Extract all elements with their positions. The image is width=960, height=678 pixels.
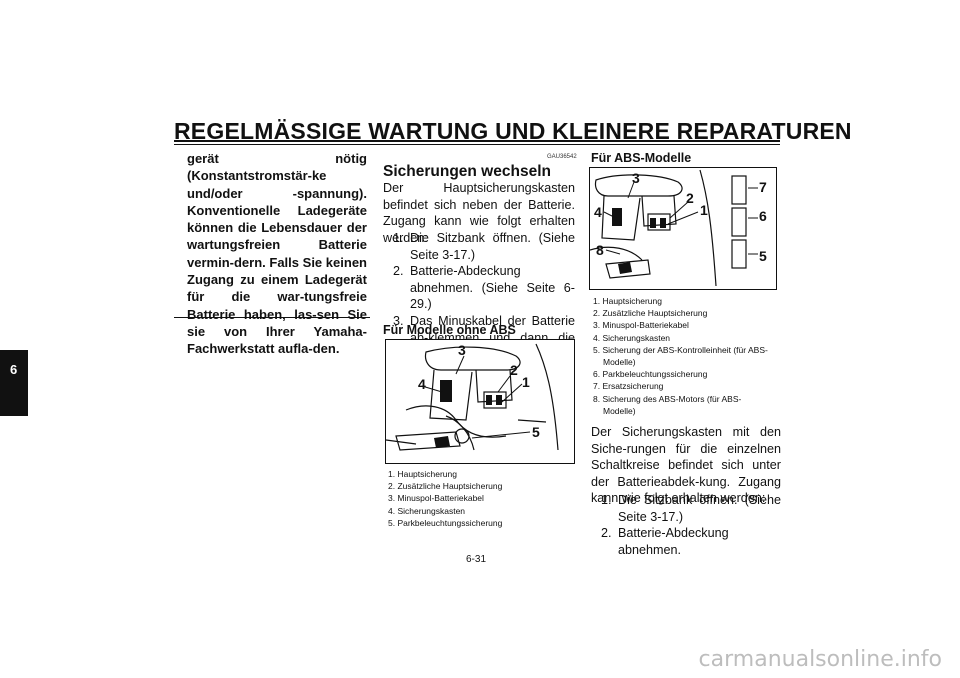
figure-no-abs: 3 2 4 1 5	[385, 339, 575, 464]
warning-continuation-text: gerät nötig (Konstantstromstär-ke und/od…	[187, 151, 367, 357]
callout-7: 7	[759, 179, 767, 195]
caption-item: 5. Sicherung der ABS-Kontrolleinheit (fü…	[593, 344, 768, 368]
figure-captions-no-abs: 1. Hauptsicherung 2. Zusätzliche Hauptsi…	[388, 468, 578, 529]
callout-1: 1	[700, 202, 708, 218]
list-item: 1.Die Sitzbank öffnen. (Siehe Seite 3-17…	[393, 231, 575, 262]
list-item: 2.Batterie-Abdeckung abnehmen. (Siehe Se…	[393, 264, 575, 312]
callout-5: 5	[759, 248, 767, 264]
list-item: 1.Die Sitzbank öffnen. (Siehe Seite 3-17…	[601, 493, 781, 524]
caption-item: 6. Parkbeleuchtungssicherung	[593, 369, 708, 380]
battery-abs-illustration	[589, 169, 758, 287]
chapter-number: 6	[10, 362, 18, 377]
callout-1: 1	[522, 374, 530, 390]
fusebox-paragraph: Der Sicherungskasten mit den Siche-runge…	[591, 425, 781, 506]
caption-item: 2. Zusätzliche Hauptsicherung	[593, 308, 708, 319]
page-title: REGELMÄSSIGE WARTUNG UND KLEINERE REPARA…	[174, 118, 852, 144]
caption-item: 3. Minuspol-Batteriekabel	[388, 493, 484, 504]
section-code: GAU36542	[547, 154, 577, 160]
chapter-tab: 6	[0, 350, 28, 416]
caption-item: 4. Sicherungskasten	[388, 505, 466, 516]
figure-heading-abs: Für ABS-Modelle	[591, 151, 692, 165]
callout-3: 3	[632, 170, 640, 186]
battery-illustration	[385, 343, 559, 451]
header-divider	[174, 140, 780, 142]
caption-item: 4. Sicherungskasten	[593, 332, 671, 343]
caption-item: 8. Sicherung des ABS-Motors (für ABS-Mod…	[593, 393, 742, 416]
header-divider-thin	[174, 144, 780, 145]
callout-2: 2	[510, 362, 518, 378]
callout-3: 3	[458, 342, 466, 358]
figure-captions-abs: 1. Hauptsicherung 2. Zusätzliche Hauptsi…	[593, 295, 773, 417]
caption-item: 7. Ersatzsicherung	[593, 381, 664, 392]
callout-8: 8	[596, 242, 604, 258]
caption-item: 3. Minuspol-Batteriekabel	[593, 320, 689, 331]
watermark: carmanualsonline.info	[698, 647, 942, 672]
list-item: 2.Batterie-Abdeckung abnehmen.	[601, 526, 729, 557]
callout-2: 2	[686, 190, 694, 206]
callout-4: 4	[594, 204, 602, 220]
caption-item: 5. Parkbeleuchtungssicherung	[388, 517, 503, 528]
page-number: 6-31	[466, 554, 487, 565]
warning-end-rule	[174, 317, 370, 318]
callout-5: 5	[532, 424, 540, 440]
figure-abs: 3 2 4 1 8 7 6 5	[589, 167, 777, 290]
figure-heading-no-abs: Für Modelle ohne ABS	[383, 323, 516, 337]
section-intro: Der Hauptsicherungskasten befindet sich …	[383, 181, 575, 245]
callout-6: 6	[759, 208, 767, 224]
steps-list-abs: 1.Die Sitzbank öffnen. (Siehe Seite 3-17…	[601, 492, 781, 558]
caption-item: 2. Zusätzliche Hauptsicherung	[388, 481, 503, 492]
section-heading: Sicherungen wechseln	[383, 163, 551, 180]
caption-item: 1. Hauptsicherung	[388, 469, 457, 479]
callout-4: 4	[418, 376, 426, 392]
caption-item: 1. Hauptsicherung	[593, 296, 662, 306]
